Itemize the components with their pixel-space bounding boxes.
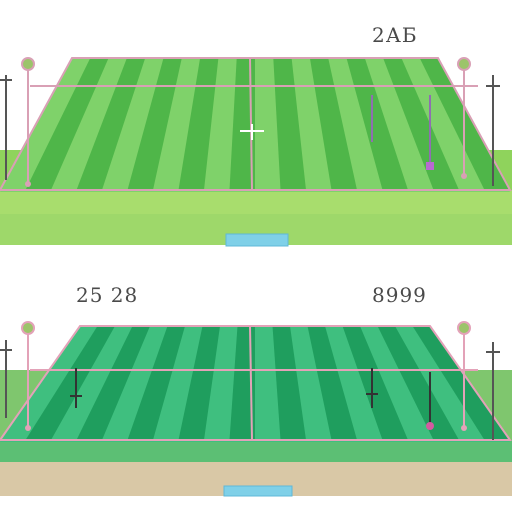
bottom-field-pad <box>223 485 293 497</box>
bottom-field-panel: 25 28 8999 <box>0 283 512 497</box>
grass-stripe <box>76 326 150 440</box>
grass-stripe <box>307 326 357 440</box>
bottom-pitch-stripes <box>25 326 510 440</box>
corner-flag-icon <box>426 422 434 430</box>
grass-stripe <box>309 58 357 190</box>
grass-stripe <box>229 58 255 190</box>
grass-stripe <box>127 58 182 190</box>
grass-stripe <box>127 326 185 440</box>
top-field-base-shadow <box>0 214 512 245</box>
goal-post-icon <box>371 95 431 170</box>
top-field-pad <box>225 233 289 247</box>
grass-stripe <box>25 326 115 440</box>
grass-stripe <box>229 326 255 440</box>
top-field-label: 2АБ <box>372 23 418 47</box>
grass-stripe <box>342 326 408 440</box>
top-pitch-stripes <box>25 58 510 190</box>
grass-stripe <box>178 58 219 190</box>
corner-flag-icon <box>426 162 434 170</box>
grass-stripe <box>412 326 510 440</box>
bottom-field-base-shadow <box>0 462 512 496</box>
grass-stripe <box>272 326 306 440</box>
floodlight-pole-icon <box>0 321 35 431</box>
grass-stripe <box>76 58 146 190</box>
top-field-panel: 2АБ <box>0 23 512 247</box>
bottom-field-label-left: 25 28 <box>76 283 138 307</box>
grass-stripe <box>273 58 306 190</box>
grass-stripe <box>178 326 220 440</box>
bottom-field-label-right: 8999 <box>372 283 427 307</box>
floodlight-pole-icon <box>457 321 500 440</box>
floodlight-pole-icon <box>0 57 35 187</box>
grass-stripe <box>377 326 459 440</box>
bottom-pitch-lines <box>0 325 512 441</box>
grass-stripe <box>25 58 109 190</box>
bottom-field-front-edge <box>0 440 512 462</box>
grass-stripe <box>346 58 408 190</box>
grass-stripe <box>383 58 459 190</box>
floodlight-pole-icon <box>457 57 500 186</box>
top-field-front-edge <box>0 190 512 214</box>
goal-post-icon <box>70 368 431 426</box>
